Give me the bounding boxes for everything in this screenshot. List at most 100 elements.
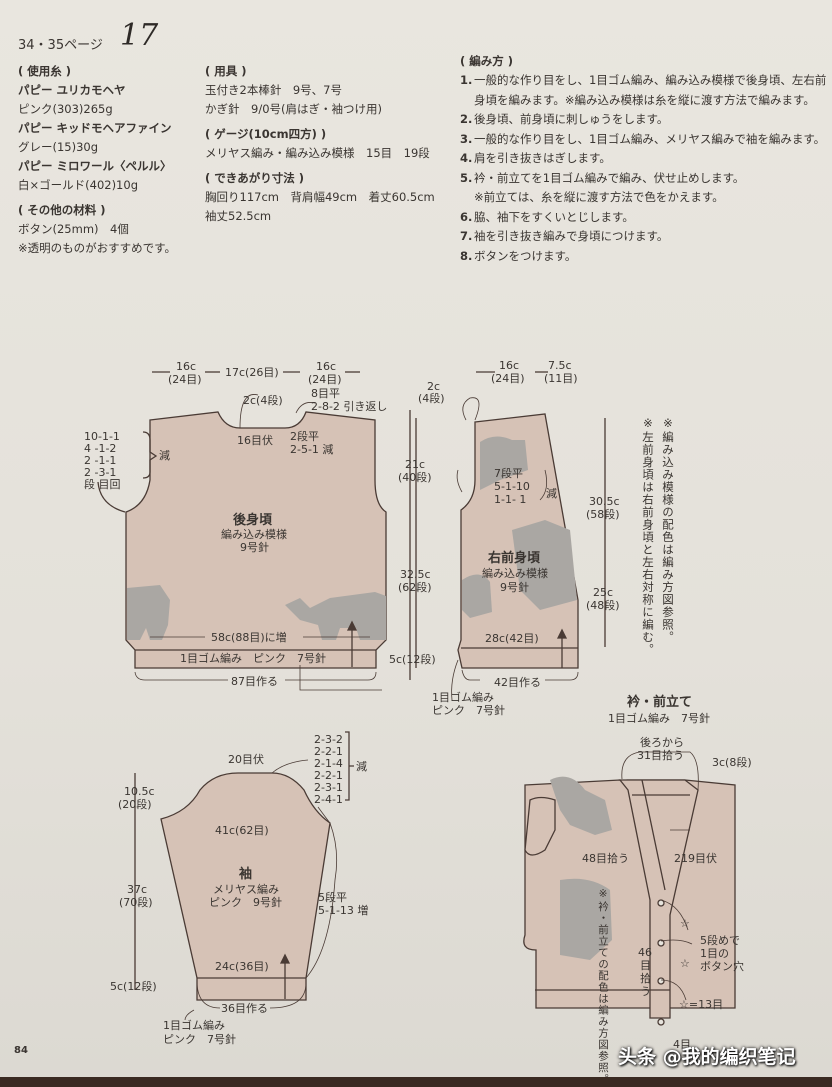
svg-text:1-1- 1: 1-1- 1 — [494, 493, 526, 506]
collar-title: 衿・前立て — [627, 694, 692, 710]
svg-text:☆=13目: ☆=13目 — [679, 998, 723, 1011]
svg-text:2-4-1: 2-4-1 — [314, 793, 343, 806]
star-icon: ☆ — [680, 957, 690, 970]
svg-text:2c: 2c — [427, 380, 440, 393]
svg-text:16c: 16c — [499, 359, 519, 372]
front-body-title: 右前身頃 — [487, 550, 541, 566]
tools-heading: ( 用具 ) — [205, 64, 247, 78]
svg-text:16c: 16c — [316, 360, 336, 373]
svg-text:(62段): (62段) — [398, 580, 432, 594]
svg-text:25c: 25c — [593, 586, 613, 599]
tool-item: かぎ針 9/0号(肩はぎ・袖つけ用) — [205, 102, 382, 116]
svg-text:41c(62目): 41c(62目) — [215, 824, 269, 837]
svg-text:ボタン穴: ボタン穴 — [700, 959, 744, 973]
svg-text:2-3-2: 2-3-2 — [314, 733, 343, 746]
svg-text:16目伏: 16目伏 — [237, 433, 273, 447]
collar-color-note: ※衿・前立ての配色は編み方図参照。 — [597, 888, 609, 1085]
gauge-value: メリヤス編み・編み込み模様 15目 19段 — [205, 146, 430, 160]
svg-text:30.5c: 30.5c — [589, 495, 620, 508]
svg-text:減: 減 — [546, 486, 557, 500]
yarn-name: パピー ミロワール〈ペルル〉 — [18, 159, 172, 173]
svg-text:3c(8段): 3c(8段) — [712, 755, 752, 769]
svg-text:ピンク 7号針: ピンク 7号針 — [163, 1032, 236, 1046]
instruction-step: 8.ボタンをつけます。 — [460, 248, 577, 263]
size-value: 胸回り117cm 背肩幅49cm 着丈60.5cm — [205, 190, 435, 204]
svg-text:(24目): (24目) — [491, 372, 525, 385]
yarn-detail: グレー(15)30g — [18, 140, 99, 154]
back-body-title: 後身頃 — [233, 512, 273, 528]
svg-text:拾: 拾 — [640, 971, 651, 985]
color-chart-note: ※編み込み模様の配色は編み方図参照。 — [661, 416, 675, 644]
svg-text:減: 減 — [356, 759, 367, 773]
star-icon: ☆ — [680, 917, 690, 930]
svg-text:28c(42目): 28c(42目) — [485, 632, 539, 645]
svg-text:4目: 4目 — [673, 1038, 691, 1051]
svg-text:2段平: 2段平 — [290, 429, 319, 443]
instruction-step: 5.衿・前立てを1目ゴム編みで編み、伏せ止めします。 — [460, 170, 745, 185]
svg-text:2-2-1: 2-2-1 — [314, 745, 343, 758]
collar-piece — [523, 751, 736, 1026]
svg-text:5-1-13 増: 5-1-13 増 — [318, 904, 368, 917]
svg-text:37c: 37c — [127, 883, 147, 896]
svg-text:58c(88目)に増: 58c(88目)に増 — [211, 631, 287, 644]
sleeve-piece — [134, 731, 354, 1021]
size-heading: ( できあがり寸法 ) — [205, 171, 305, 185]
instruction-step: 7.袖を引き抜き編みで身頃につけます。 — [460, 229, 669, 243]
table-edge — [0, 1077, 832, 1087]
svg-text:(58段): (58段) — [586, 507, 620, 521]
svg-text:5-1-10: 5-1-10 — [494, 480, 530, 493]
svg-text:2 -1-1: 2 -1-1 — [84, 454, 116, 467]
svg-text:段 目回: 段 目回 — [84, 477, 121, 491]
instruction-step: 6.脇、袖下をすくいとじします。 — [460, 209, 634, 224]
svg-text:編み込み模様: 編み込み模様 — [221, 527, 287, 541]
svg-text:う: う — [640, 985, 651, 998]
svg-text:目: 目 — [640, 959, 651, 972]
materials-section: ( 使用糸 ) パピー ユリカモヘヤ ピンク(303)265g パピー キッドモ… — [18, 62, 176, 258]
front-body-piece — [415, 371, 606, 701]
svg-text:24c(36目): 24c(36目) — [215, 960, 269, 973]
svg-text:46: 46 — [638, 946, 652, 959]
svg-text:メリヤス編み: メリヤス編み — [213, 882, 279, 896]
yarn-detail: ピンク(303)265g — [18, 102, 113, 116]
svg-text:1目の: 1目の — [700, 947, 729, 960]
gauge-heading: ( ゲージ(10cm四方) ) — [205, 127, 327, 141]
instruction-step-cont: ※前立ては、糸を縦に渡す方法で色をかえます。 — [474, 190, 724, 204]
svg-text:10.5c: 10.5c — [124, 785, 155, 798]
svg-text:31目拾う: 31目拾う — [637, 748, 684, 762]
svg-text:1目ゴム編み 7号針: 1目ゴム編み 7号針 — [608, 711, 710, 725]
svg-text:9号針: 9号針 — [240, 540, 269, 554]
svg-text:(40段): (40段) — [398, 470, 432, 484]
instructions-heading: ( 編み方 ) — [460, 54, 514, 68]
other-materials-heading: ( その他の材料 ) — [18, 203, 106, 217]
yarn-detail: 白×ゴールド(402)10g — [18, 178, 138, 192]
svg-text:7.5c: 7.5c — [548, 359, 572, 372]
instruction-step: 2.後身頃、前身頃に刺しゅうをします。 — [460, 112, 669, 126]
svg-text:1目ゴム編み ピンク 7号針: 1目ゴム編み ピンク 7号針 — [180, 651, 326, 665]
svg-text:編み込み模様: 編み込み模様 — [482, 566, 548, 580]
svg-text:1目ゴム編み: 1目ゴム編み — [163, 1018, 225, 1032]
svg-text:87目作る: 87目作る — [231, 675, 278, 688]
svg-text:(70段): (70段) — [119, 895, 153, 909]
yarn-heading: ( 使用糸 ) — [18, 64, 72, 78]
other-material-note: ※透明のものがおすすめです。 — [18, 241, 176, 255]
svg-text:48目拾う: 48目拾う — [582, 851, 629, 865]
svg-text:(24目): (24目) — [168, 373, 202, 386]
svg-text:(24目): (24目) — [308, 373, 342, 386]
instructions-section: ( 編み方 ) 1.一般的な作り目をし、1目ゴム編み、編み込み模様で後身頃、左右… — [460, 52, 826, 266]
svg-text:ピンク 7号針: ピンク 7号針 — [432, 703, 505, 717]
instruction-step: 3.一般的な作り目をし、1目ゴム編み、メリヤス編みで袖を編みます。 — [460, 131, 826, 146]
svg-text:20目伏: 20目伏 — [228, 752, 264, 766]
page-reference: 34・35ページ — [18, 38, 103, 53]
svg-text:2c(4段): 2c(4段) — [243, 393, 283, 407]
svg-text:減: 減 — [159, 448, 170, 462]
svg-text:5段平: 5段平 — [318, 890, 347, 904]
svg-text:2-8-2 引き返し: 2-8-2 引き返し — [311, 399, 387, 413]
tools-section: ( 用具 ) 玉付き2本棒針 9号、7号 かぎ針 9/0号(肩はぎ・袖つけ用) … — [205, 62, 435, 226]
svg-text:2-5-1 減: 2-5-1 減 — [290, 442, 333, 456]
instruction-step-cont: 身頃を編みます。※編み込み模様は糸を縦に渡す方法で編みます。 — [474, 92, 815, 107]
svg-text:(11目): (11目) — [544, 372, 578, 385]
svg-text:7段平: 7段平 — [494, 466, 523, 480]
back-body-piece — [97, 371, 411, 691]
